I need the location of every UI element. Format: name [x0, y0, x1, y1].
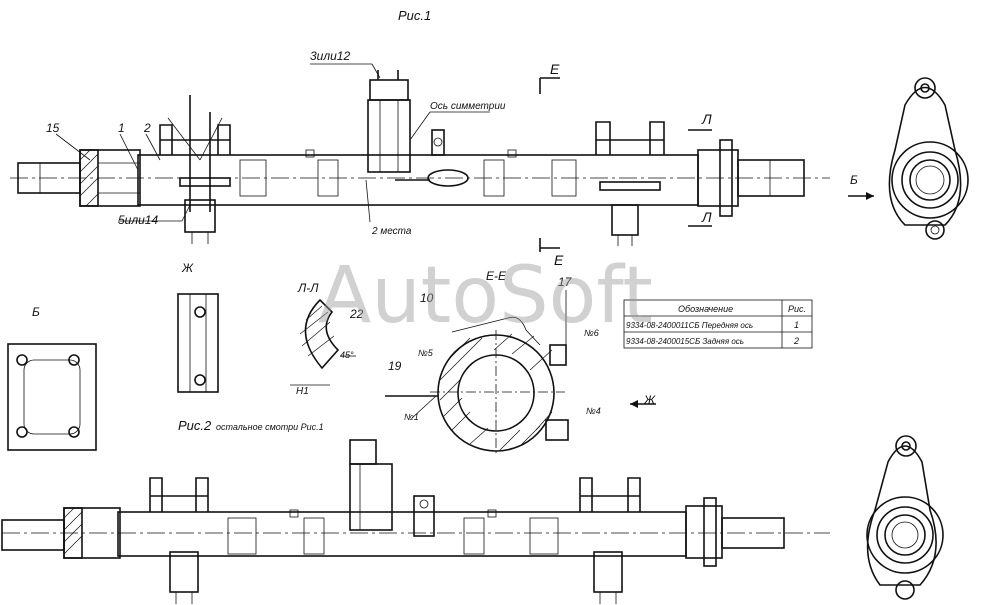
- section-e-bottom: Е: [554, 252, 564, 268]
- flange-side-view-top: [888, 77, 969, 240]
- section-ee: [385, 290, 569, 455]
- callout-22: 22: [349, 307, 364, 321]
- callout-15: 15: [46, 121, 60, 135]
- spec-row-1-designation: 9334-08-2400011СБ Передняя ось: [626, 321, 753, 330]
- fig2-note: остальное смотри Рис.1: [216, 422, 324, 432]
- section-ee-title: Е-Е: [486, 269, 507, 283]
- front-axle-view: [10, 63, 830, 246]
- spec-row-2-fig: 2: [793, 336, 799, 346]
- left-hub-hatch: [79, 149, 99, 207]
- section-mark-l: [688, 129, 712, 227]
- two-places-label: 2 места: [371, 226, 412, 237]
- right-spring-seat: [595, 121, 665, 246]
- angle-label: 45°: [340, 350, 354, 360]
- symmetry-axis-label: Ось симметрии: [430, 101, 506, 112]
- callout-19: 19: [388, 359, 402, 373]
- view-zh-arrow-label: Ж: [643, 393, 656, 407]
- callout-no6: №6: [584, 328, 599, 338]
- view-b-arrow-label: Б: [850, 173, 858, 187]
- callout-no1: №1: [404, 412, 419, 422]
- view-zh: [177, 293, 219, 393]
- section-ll-title: Л-Л: [297, 281, 319, 295]
- section-mark-e: [539, 77, 560, 252]
- spec-row-1-fig: 1: [794, 320, 799, 330]
- view-b: [7, 343, 97, 451]
- rear-left-hub-hatch: [63, 507, 83, 559]
- callout-no4: №4: [586, 406, 601, 416]
- flange-side-view-bottom: [866, 435, 944, 600]
- view-b-title: Б: [32, 305, 40, 319]
- section-e-top: Е: [550, 61, 560, 77]
- callout-10: 10: [420, 291, 434, 305]
- section-l-bottom: Л: [701, 209, 712, 225]
- spec-row-2-designation: 9334-08-2400015СБ Задняя ось: [626, 337, 744, 346]
- left-spring-seat: [159, 95, 231, 244]
- section-l-top: Л: [701, 111, 712, 127]
- spec-table: [623, 299, 813, 349]
- fig1-title: Рис.1: [398, 8, 431, 23]
- view-zh-title: Ж: [181, 261, 194, 275]
- watermark: AutoSoft: [318, 251, 653, 341]
- callout-no5: №5: [418, 348, 434, 358]
- spec-header-designation: Обозначение: [678, 304, 733, 314]
- callout-5or14: 5или14: [118, 213, 158, 227]
- callout-1: 1: [118, 121, 125, 135]
- center-bracket: [367, 70, 469, 187]
- spec-header-fig: Рис.: [788, 304, 806, 314]
- callout-3or12: 3или12: [310, 49, 350, 63]
- callout-2: 2: [143, 121, 151, 135]
- callout-17: 17: [558, 275, 573, 289]
- fig2-title: Рис.2: [178, 418, 212, 433]
- section-ll: [290, 298, 356, 386]
- rear-axle-view: [1, 439, 830, 604]
- h1-label: Н1: [296, 386, 309, 397]
